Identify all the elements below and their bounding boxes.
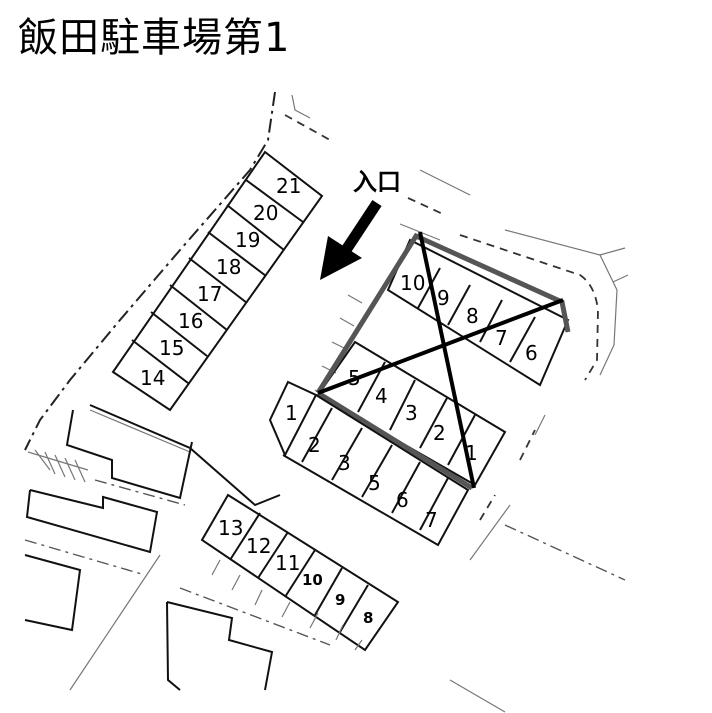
road-edge <box>479 494 496 521</box>
road-edge <box>534 414 546 436</box>
x-mark-icon <box>317 231 564 489</box>
page-title: 飯田駐車場第1 <box>18 15 291 61</box>
tick-marks <box>314 294 363 396</box>
road-edge <box>407 197 446 216</box>
road-edge <box>291 94 311 119</box>
stall-center-5[interactable]: 5 <box>368 471 381 495</box>
road-edge <box>504 229 618 376</box>
stall-upper-7[interactable]: 7 <box>495 326 508 350</box>
stall-upper-10[interactable]: 10 <box>400 271 425 295</box>
road-edge <box>419 169 471 196</box>
left-column-stalls <box>111 150 324 412</box>
stall-17[interactable]: 17 <box>197 282 222 306</box>
wall-line <box>89 404 281 507</box>
highlight-outline <box>316 390 474 491</box>
stall-19[interactable]: 19 <box>235 228 260 252</box>
stall-bottom-9[interactable]: 9 <box>335 591 345 609</box>
stall-lower-4[interactable]: 4 <box>375 384 388 408</box>
stall-center-3[interactable]: 3 <box>338 451 351 475</box>
stall-bottom-10[interactable]: 10 <box>302 571 323 589</box>
stall-bottom-13[interactable]: 13 <box>218 516 243 540</box>
stall-center-2[interactable]: 2 <box>308 433 321 457</box>
road-edge <box>469 504 511 561</box>
stall-upper-9[interactable]: 9 <box>437 286 450 310</box>
stairs <box>27 451 89 471</box>
stall-upper-8[interactable]: 8 <box>466 304 479 328</box>
stall-bottom-11[interactable]: 11 <box>275 551 300 575</box>
road-edge <box>179 587 331 646</box>
center-row-stalls <box>268 380 470 547</box>
stall-14[interactable]: 14 <box>140 366 165 390</box>
tick-marks <box>211 559 363 651</box>
stall-bottom-12[interactable]: 12 <box>246 534 271 558</box>
building-outline <box>166 601 274 691</box>
stall-16[interactable]: 16 <box>178 309 203 333</box>
stall-bottom-8[interactable]: 8 <box>363 609 373 627</box>
stall-21[interactable]: 21 <box>276 174 301 198</box>
stall-lower-2[interactable]: 2 <box>433 421 446 445</box>
stall-20[interactable]: 20 <box>253 201 278 225</box>
property-boundary <box>24 91 276 451</box>
highlight-outline <box>315 232 571 395</box>
stall-lower-3[interactable]: 3 <box>405 401 418 425</box>
building-outline <box>65 409 193 500</box>
stall-15[interactable]: 15 <box>159 336 184 360</box>
road-edge <box>69 554 161 691</box>
road-edge <box>24 539 146 576</box>
stall-center-1[interactable]: 1 <box>285 401 298 425</box>
stall-center-7[interactable]: 7 <box>425 508 438 532</box>
road-edge <box>449 679 506 713</box>
stairs <box>34 449 86 483</box>
arrow-down-left-icon <box>320 199 382 280</box>
road-edge <box>504 524 626 581</box>
wall-line <box>89 409 191 453</box>
road-edge <box>94 479 186 506</box>
building-outline <box>24 554 82 632</box>
bottom-row-stalls <box>200 493 400 652</box>
road-edge <box>519 429 536 461</box>
entrance-label: 入口 <box>353 168 401 196</box>
building-outline <box>25 489 159 554</box>
road-edge <box>284 114 331 141</box>
stall-center-6[interactable]: 6 <box>396 488 409 512</box>
road-edge <box>459 234 599 381</box>
stall-upper-6[interactable]: 6 <box>525 341 538 365</box>
stall-18[interactable]: 18 <box>216 255 241 279</box>
road-edge <box>599 247 629 283</box>
